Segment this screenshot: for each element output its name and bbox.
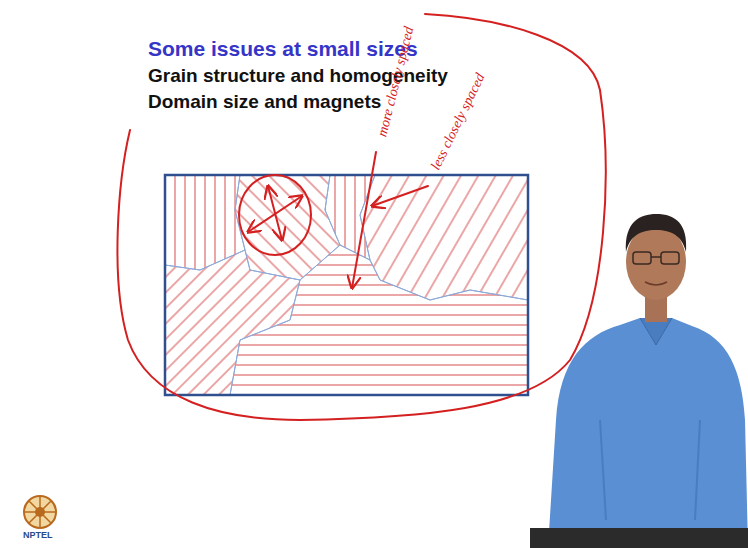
handwritten-note: less closely spaced — [428, 71, 488, 173]
slide-title: Some issues at small sizes — [148, 37, 418, 61]
bullet-line: Domain size and magnets — [148, 92, 381, 113]
grain-structure — [165, 175, 528, 395]
nptel-logo — [24, 496, 56, 528]
pen-annotations — [117, 14, 605, 420]
logo-text: NPTEL — [23, 531, 53, 541]
sample-frame — [165, 175, 528, 395]
lecturer-figure — [530, 214, 748, 548]
